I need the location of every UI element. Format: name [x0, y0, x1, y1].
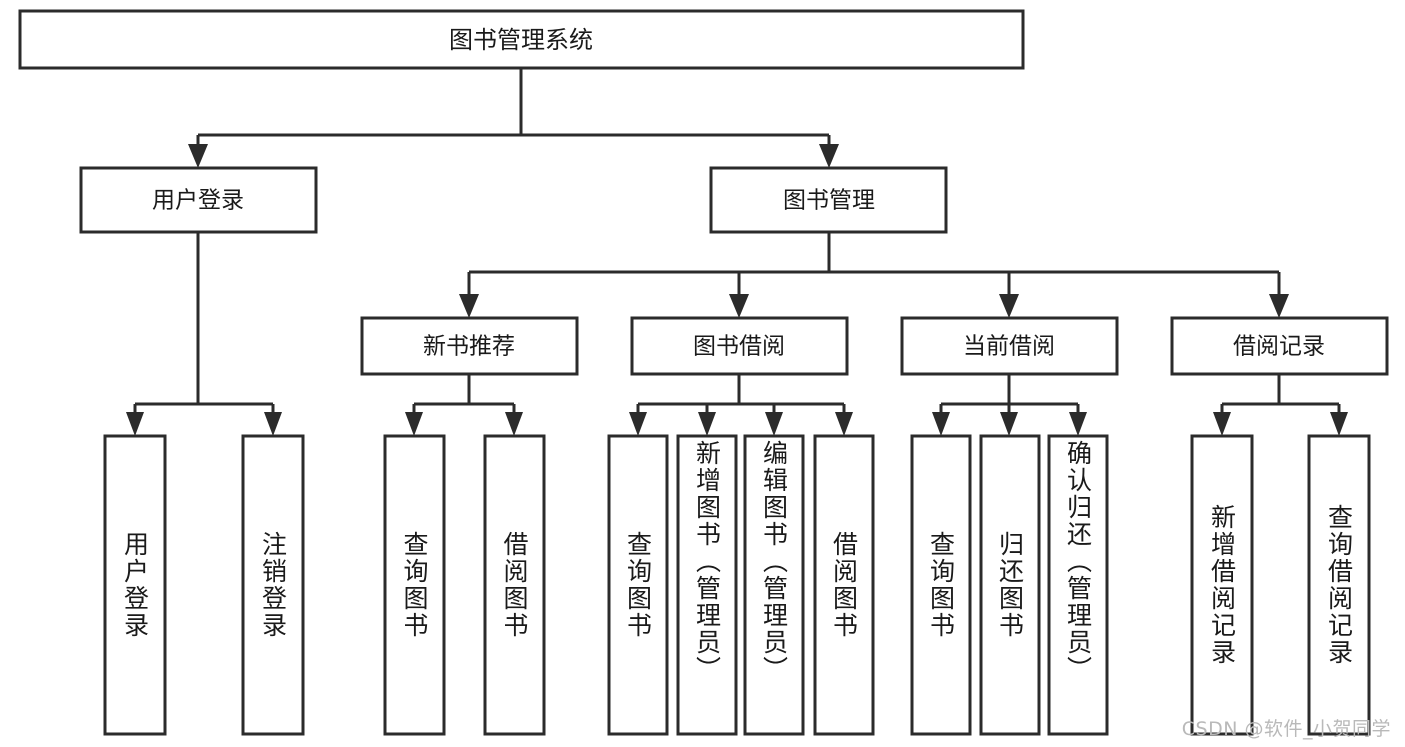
- node-leaf-user-logout-box[interactable]: [241, 434, 305, 736]
- arrow-to-borrow-book-1: [505, 412, 523, 436]
- node-new-book-rec[interactable]: 新书推荐: [360, 316, 579, 376]
- edge-group-borrow-record: [1213, 374, 1348, 436]
- node-leaf-borrow-book-1-box[interactable]: [483, 434, 546, 736]
- edge-group-root: [188, 68, 839, 168]
- arrow-to-add-record: [1213, 412, 1231, 436]
- node-leaf-borrow-book-2-box[interactable]: [813, 434, 875, 736]
- arrow-to-query-book-3: [932, 412, 950, 436]
- node-book-borrow-box[interactable]: [630, 316, 849, 376]
- arrow-to-leaf-user-logout: [264, 412, 282, 436]
- arrow-to-book-borrow: [729, 294, 749, 318]
- node-new-book-rec-box[interactable]: [360, 316, 579, 376]
- edge-group-current-borrow: [932, 374, 1087, 436]
- arrow-to-query-book-2: [629, 412, 647, 436]
- arrow-to-new-book-rec: [459, 294, 479, 318]
- node-leaf-edit-book-box[interactable]: [743, 434, 805, 736]
- node-user-login[interactable]: 用户登录: [79, 166, 318, 234]
- arrow-to-book-manage: [819, 144, 839, 168]
- edge-group-book-borrow: [629, 374, 853, 436]
- node-book-manage[interactable]: 图书管理: [709, 166, 948, 234]
- arrow-to-user-login: [188, 144, 208, 168]
- arrow-to-borrow-record: [1269, 294, 1289, 318]
- node-book-manage-label: 图书管理: [783, 188, 875, 214]
- edge-group-user-login: [126, 232, 282, 436]
- node-borrow-record-box[interactable]: [1170, 316, 1389, 376]
- node-borrow-record[interactable]: 借阅记录: [1170, 316, 1389, 376]
- node-leaf-confirm-return-box[interactable]: [1047, 434, 1109, 736]
- edge-group-new-book-rec: [405, 374, 523, 436]
- node-leaf-query-book-3-box[interactable]: [910, 434, 972, 736]
- node-current-borrow-label: 当前借阅: [963, 334, 1055, 360]
- edge-group-book-manage: [459, 232, 1289, 318]
- node-leaf-return-book-box[interactable]: [979, 434, 1041, 736]
- node-borrow-record-label: 借阅记录: [1233, 334, 1325, 360]
- arrow-to-borrow-book-2: [835, 412, 853, 436]
- node-book-borrow[interactable]: 图书借阅: [630, 316, 849, 376]
- arrow-to-query-record: [1330, 412, 1348, 436]
- node-leaf-user-login-box[interactable]: [103, 434, 167, 736]
- arrow-to-current-borrow: [999, 294, 1019, 318]
- node-leaf-query-record-box[interactable]: [1307, 434, 1371, 736]
- node-leaf-add-record-box[interactable]: [1190, 434, 1254, 736]
- node-current-borrow[interactable]: 当前借阅: [900, 316, 1119, 376]
- node-leaf-query-book-1-box[interactable]: [383, 434, 446, 736]
- node-leaf-add-book-box[interactable]: [676, 434, 738, 736]
- arrow-to-add-book: [698, 412, 716, 436]
- node-book-borrow-label: 图书借阅: [693, 334, 785, 360]
- node-root-box[interactable]: [18, 9, 1025, 70]
- node-root-label: 图书管理系统: [449, 26, 593, 54]
- arrow-to-query-book-1: [405, 412, 423, 436]
- node-book-manage-box[interactable]: [709, 166, 948, 234]
- arrow-to-return-book: [1000, 412, 1018, 436]
- watermark-text: CSDN @软件_小贺同学: [1181, 718, 1391, 740]
- node-current-borrow-box[interactable]: [900, 316, 1119, 376]
- node-user-login-box[interactable]: [79, 166, 318, 234]
- node-root[interactable]: 图书管理系统: [18, 9, 1025, 70]
- arrow-to-edit-book: [765, 412, 783, 436]
- node-user-login-label: 用户登录: [152, 188, 244, 214]
- node-leaf-query-book-2-box[interactable]: [607, 434, 669, 736]
- node-new-book-rec-label: 新书推荐: [423, 334, 515, 360]
- arrow-to-leaf-user-login: [126, 412, 144, 436]
- arrow-to-confirm-return: [1069, 412, 1087, 436]
